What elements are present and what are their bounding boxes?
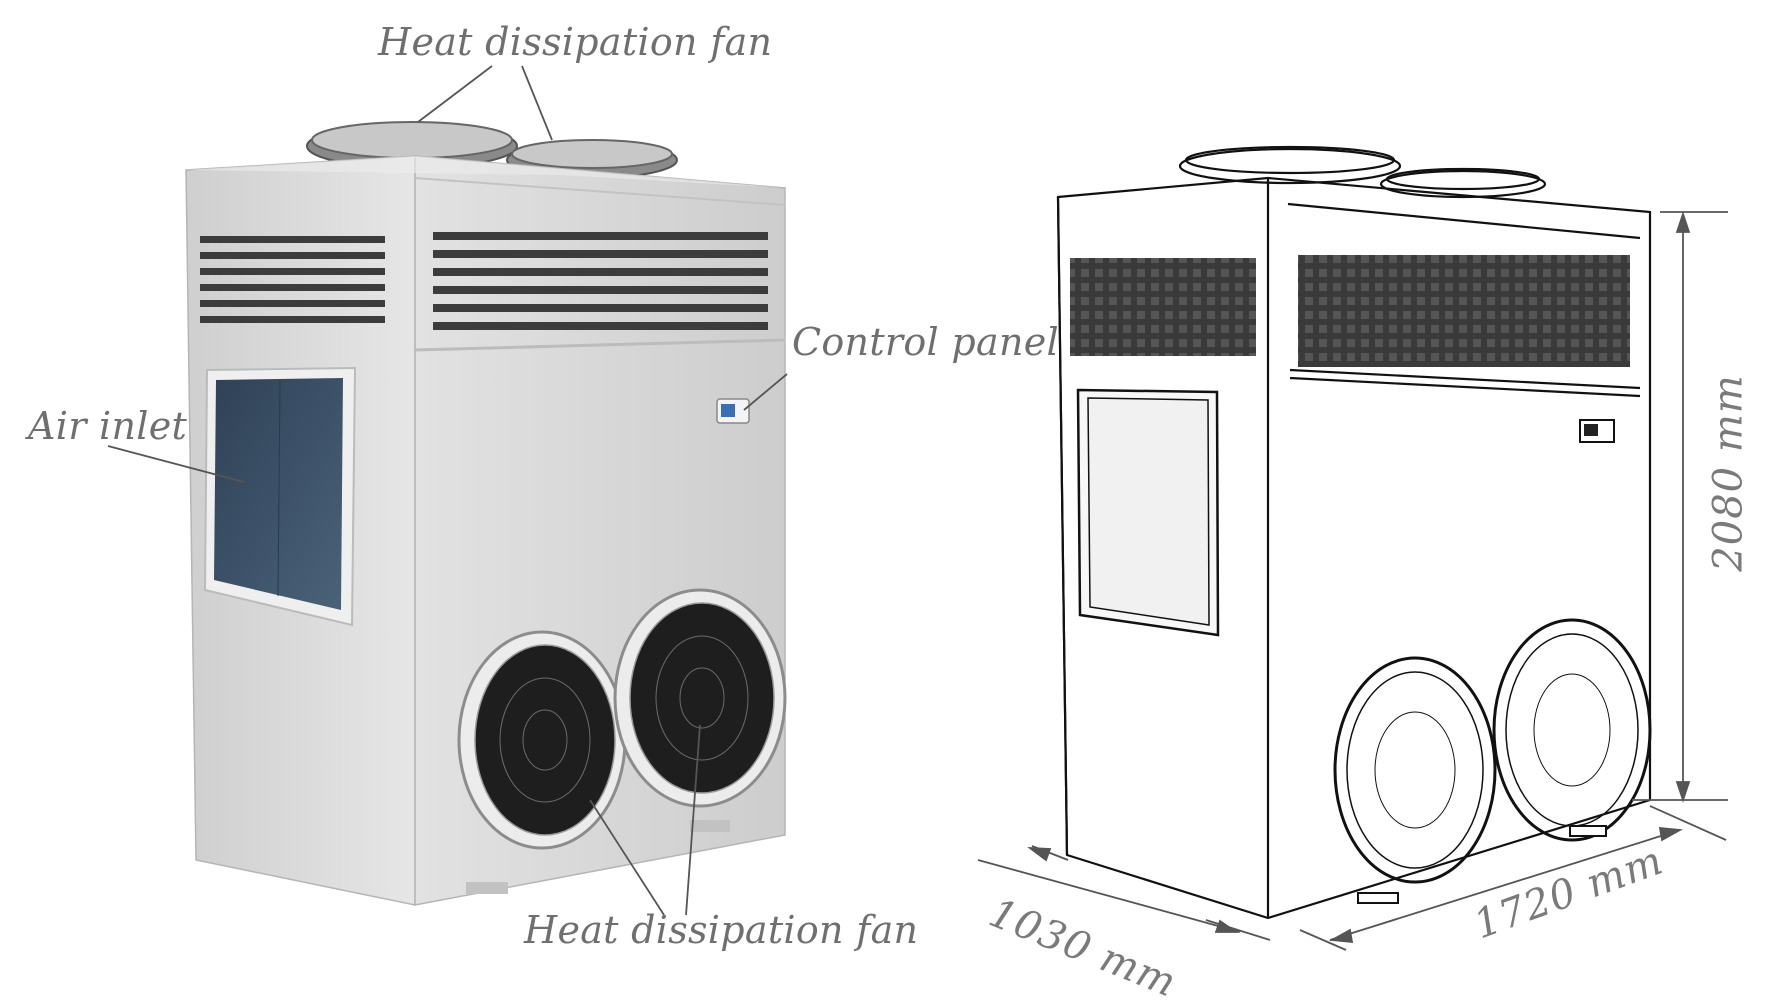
dimension-height-label: 2080 mm [1705,374,1752,572]
bottom-fan-right-render [613,588,787,808]
bottom-fan-left-render [457,630,627,850]
dimension-lines [977,211,1728,951]
label-air-inlet: Air inlet [28,404,188,448]
top-fan-left-sketch [1178,145,1402,185]
vent-grille-sketch [1070,255,1630,367]
control-panel-sketch [1579,419,1615,443]
control-panel-render [716,398,750,424]
front-vent-grille [433,232,768,330]
bottom-fan-left-sketch [1333,656,1497,884]
air-inlet-sketch [1076,388,1220,637]
bottom-fan-right-sketch [1492,618,1652,842]
air-inlet-filter [203,366,357,627]
leader-lines-left [107,65,788,916]
label-heat-dissipation-fan-top: Heat dissipation fan [378,20,773,64]
top-fan-right-sketch [1379,167,1547,199]
top-fan-left-render [306,121,518,169]
label-heat-dissipation-fan-bottom: Heat dissipation fan [524,908,919,952]
label-control-panel: Control panel [792,320,1059,364]
side-vent-grille [200,236,385,323]
